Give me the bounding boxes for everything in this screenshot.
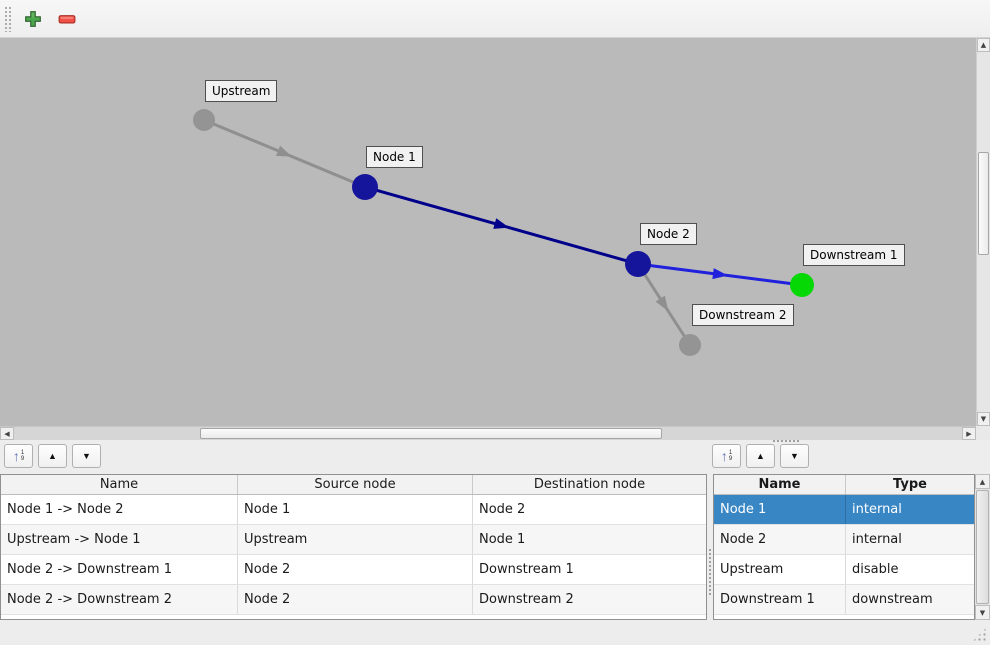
table-cell[interactable]: Upstream (714, 555, 846, 584)
minus-icon (58, 14, 76, 23)
main-toolbar (0, 0, 990, 38)
scrollbar-thumb[interactable] (200, 428, 662, 439)
table-row[interactable]: Node 2 internal (714, 525, 974, 555)
toolbar-grip-handle[interactable] (4, 5, 12, 32)
canvas-vertical-scrollbar[interactable]: ▲ ▼ (976, 38, 990, 426)
table-cell[interactable]: Node 1 -> Node 2 (1, 495, 238, 524)
table-cell[interactable]: Node 2 (479, 502, 526, 517)
edges-table-header: Name Source node Destination node (1, 475, 706, 495)
graph-edge-arrow-icon (275, 145, 292, 157)
sort-ascending-icon: ↑ 1 9 (720, 448, 733, 464)
table-cell[interactable]: Node 1 (714, 495, 846, 524)
table-cell[interactable]: disable (852, 562, 899, 577)
edges-move-down-button[interactable]: ▼ (72, 444, 101, 468)
scroll-down-button[interactable]: ▼ (977, 412, 990, 426)
table-cell[interactable]: Downstream 2 (479, 592, 574, 607)
graph-node-downstream2[interactable] (679, 334, 701, 356)
table-row[interactable]: Node 1 internal (714, 495, 974, 525)
table-cell[interactable]: Upstream (238, 525, 473, 554)
nodes-move-down-button[interactable]: ▼ (780, 444, 809, 468)
table-cell[interactable]: Node 1 (238, 495, 473, 524)
plus-icon (25, 10, 41, 27)
remove-button[interactable] (54, 6, 80, 32)
scroll-up-button[interactable]: ▲ (975, 474, 990, 489)
table-row[interactable]: Downstream 1 downstream (714, 585, 974, 615)
table-row[interactable]: Upstream disable (714, 555, 974, 585)
table-cell[interactable]: internal (852, 532, 902, 547)
triangle-up-icon: ▲ (756, 451, 765, 461)
triangle-down-icon: ▼ (790, 451, 799, 461)
graph-svg (193, 109, 814, 356)
table-cell[interactable]: Node 2 -> Downstream 2 (1, 585, 238, 614)
column-header-name[interactable]: Name (1, 475, 238, 494)
table-cell[interactable]: internal (852, 502, 902, 517)
status-bar (0, 620, 990, 645)
table-cell[interactable]: Node 2 (238, 555, 473, 584)
triangle-down-icon: ▼ (82, 451, 91, 461)
scrollbar-thumb[interactable] (978, 152, 989, 255)
graph-node-label-node1[interactable]: Node 1 (366, 146, 423, 168)
pane-splitter-handle[interactable] (772, 439, 800, 443)
graph-node-label-node2[interactable]: Node 2 (640, 223, 697, 245)
triangle-up-icon: ▲ (48, 451, 57, 461)
table-cell[interactable]: Downstream 1 (479, 562, 574, 577)
resize-grip[interactable] (972, 627, 987, 642)
scroll-down-button[interactable]: ▼ (975, 605, 990, 620)
table-cell[interactable]: Node 1 (479, 532, 526, 547)
graph-node-label-downstream2[interactable]: Downstream 2 (692, 304, 794, 326)
graph-node-upstream[interactable] (193, 109, 215, 131)
scroll-left-button[interactable]: ◀ (0, 427, 14, 440)
edges-sort-button[interactable]: ↑ 1 9 (4, 444, 33, 468)
scrollbar-corner (976, 426, 990, 440)
nodes-table-header: Name Type (714, 475, 974, 495)
sort-ascending-icon: ↑ 1 9 (12, 448, 25, 464)
scrollbar-track[interactable] (977, 52, 990, 412)
edges-table: Name Source node Destination node Node 1… (0, 474, 707, 620)
table-cell[interactable]: Node 2 -> Downstream 1 (1, 555, 238, 584)
graph-node-label-upstream[interactable]: Upstream (205, 80, 278, 102)
canvas-horizontal-scrollbar[interactable]: ◀ ▶ (0, 426, 976, 440)
edges-move-up-button[interactable]: ▲ (38, 444, 67, 468)
graph-edge-arrow-icon (655, 295, 669, 312)
graph-node-node2[interactable] (625, 251, 651, 277)
table-cell[interactable]: Upstream -> Node 1 (1, 525, 238, 554)
table-splitter-handle[interactable] (708, 548, 712, 596)
table-cell[interactable]: downstream (852, 592, 933, 607)
edges-panel-toolbar: ↑ 1 9 ▲ ▼ (4, 444, 101, 468)
nodes-table-scrollbar[interactable]: ▲ ▼ (975, 474, 990, 620)
scrollbar-thumb[interactable] (976, 490, 989, 604)
add-button[interactable] (20, 6, 46, 32)
table-cell[interactable]: Node 2 (238, 585, 473, 614)
scroll-up-button[interactable]: ▲ (977, 38, 990, 52)
graph-node-downstream1[interactable] (790, 273, 814, 297)
column-header-source-node[interactable]: Source node (238, 475, 473, 494)
nodes-sort-button[interactable]: ↑ 1 9 (712, 444, 741, 468)
graph-node-label-downstream1[interactable]: Downstream 1 (803, 244, 905, 266)
graph-edge-arrow-icon (712, 268, 728, 280)
table-cell[interactable]: Downstream 1 (714, 585, 846, 614)
table-cell[interactable]: Node 2 (714, 525, 846, 554)
column-header-destination-node[interactable]: Destination node (533, 477, 646, 492)
column-header-name[interactable]: Name (714, 475, 846, 494)
nodes-panel-toolbar: ↑ 1 9 ▲ ▼ (712, 444, 809, 468)
graph-edge-arrow-icon (493, 218, 510, 229)
graph-node-node1[interactable] (352, 174, 378, 200)
scroll-right-button[interactable]: ▶ (962, 427, 976, 440)
scrollbar-track[interactable] (14, 427, 962, 440)
column-header-type[interactable]: Type (893, 477, 927, 492)
nodes-move-up-button[interactable]: ▲ (746, 444, 775, 468)
